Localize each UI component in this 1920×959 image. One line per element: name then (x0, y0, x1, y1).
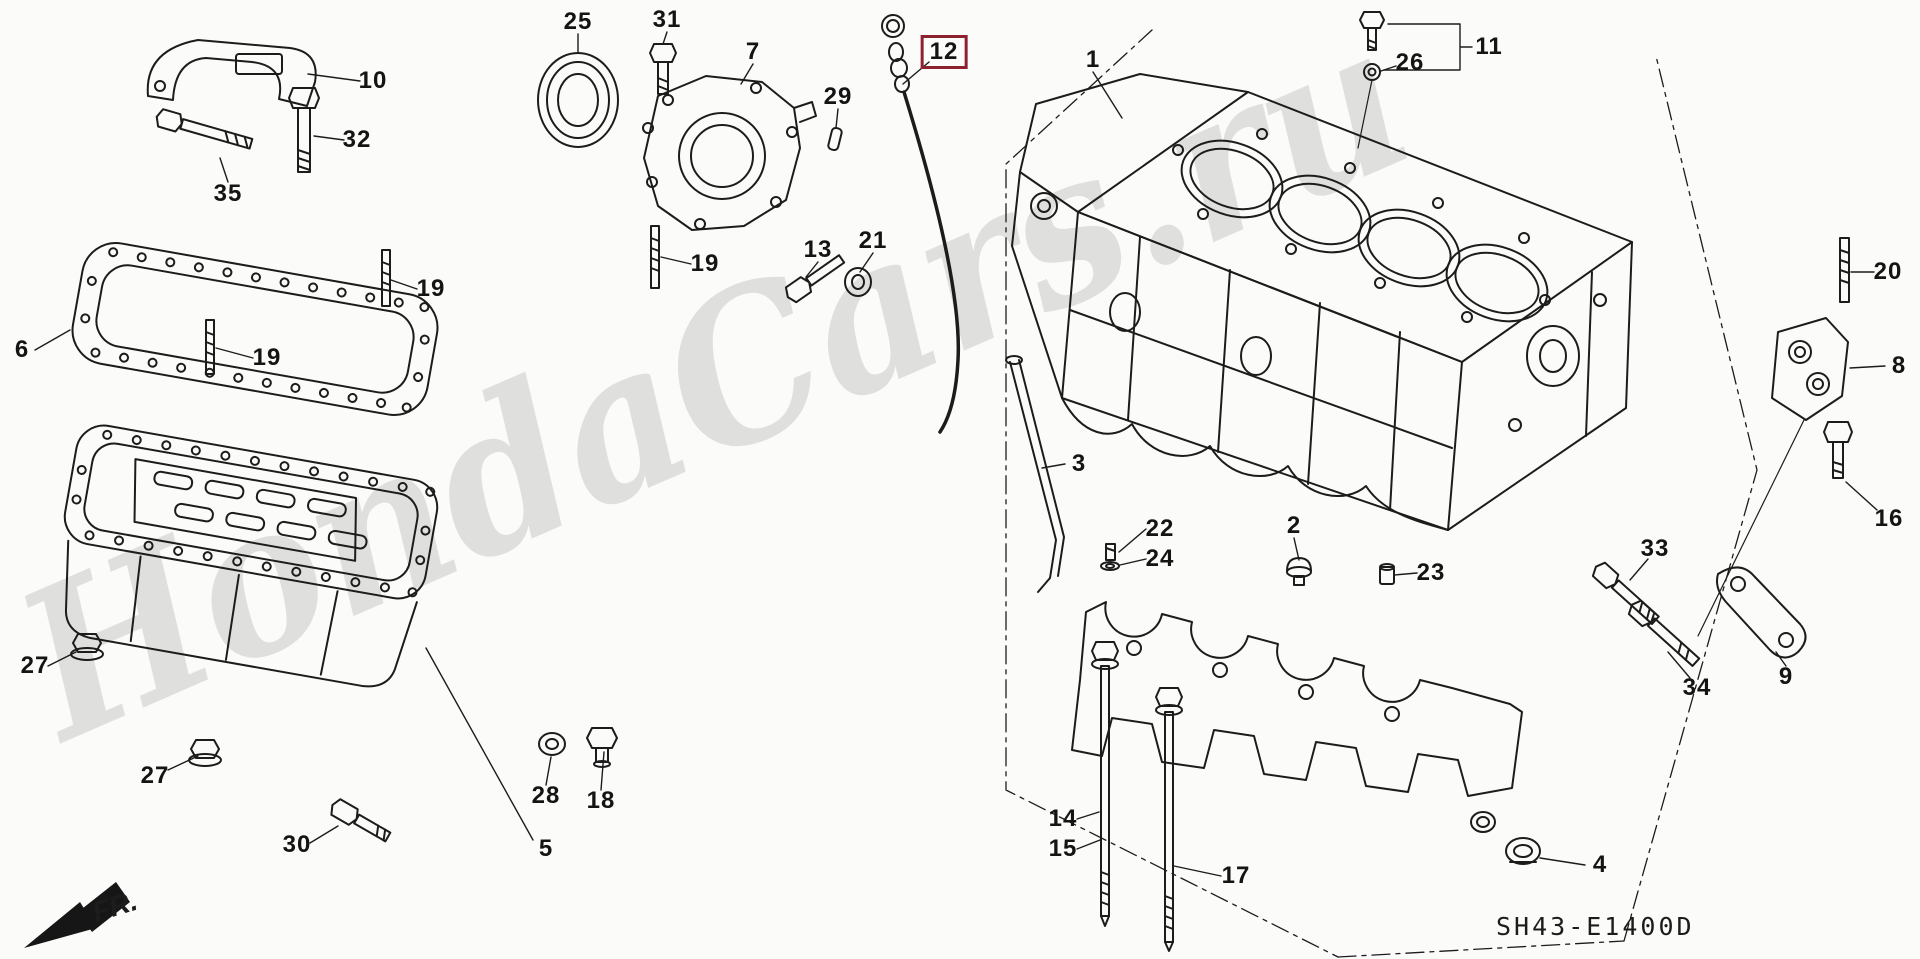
seal-plate-7-art (642, 75, 817, 231)
callout-35: 35 (213, 180, 243, 207)
line-26-to-block (1357, 79, 1373, 149)
callout-17: 17 (1221, 862, 1251, 889)
callout-19: 19 (252, 344, 282, 371)
callout-31: 31 (652, 6, 682, 33)
plug-2-art (1286, 557, 1312, 586)
callout-25: 25 (563, 8, 593, 35)
oil-pan-5-art (63, 424, 439, 688)
callout-7: 7 (745, 38, 761, 65)
diagram-code: SH43-E1400D (1496, 912, 1695, 941)
bolt-11-art (1359, 11, 1385, 51)
callout-18: 18 (586, 787, 616, 814)
callout-23: 23 (1416, 559, 1446, 586)
oil-pipe-3-art (1005, 355, 1065, 593)
callout-3: 3 (1071, 450, 1087, 477)
callout-22: 22 (1145, 515, 1175, 542)
callout-19: 19 (416, 275, 446, 302)
callout-1: 1 (1085, 46, 1101, 73)
bearing-bridge-art (1071, 601, 1523, 833)
washer-28-art (538, 732, 566, 756)
callout-9: 9 (1778, 663, 1794, 690)
plug-18-art (586, 727, 618, 768)
dowel-pin-29-art (827, 126, 843, 152)
callout-15: 15 (1048, 835, 1078, 862)
callout-21: 21 (858, 227, 888, 254)
stiffener-bracket-9-art (1716, 566, 1807, 659)
callout-12: 12 (920, 35, 968, 69)
callout-10: 10 (358, 67, 388, 94)
frame-lines (1005, 29, 1758, 958)
callout-32: 32 (342, 126, 372, 153)
bolt-35-art (155, 108, 254, 150)
callout-5: 5 (538, 835, 554, 862)
callout-14: 14 (1048, 805, 1078, 832)
bolt-34-art (1627, 599, 1701, 667)
callout-4: 4 (1592, 851, 1608, 878)
callout-27: 27 (20, 652, 50, 679)
callout-27: 27 (140, 762, 170, 789)
bolt-14-15-art (1091, 641, 1119, 927)
leader-lines (34, 31, 1886, 877)
callout-13: 13 (803, 236, 833, 263)
assembly-line (1697, 419, 1805, 637)
bolt-16-art (1823, 421, 1853, 479)
fr-arrow (24, 882, 130, 948)
callout-34: 34 (1682, 674, 1712, 701)
bolt-17-art (1155, 687, 1183, 952)
drain-bolt-30-art (330, 798, 392, 843)
oil-pan-gasket-6-art (71, 242, 439, 416)
bracket-line-11 (1383, 23, 1473, 71)
callout-19: 19 (690, 250, 720, 277)
callout-2: 2 (1286, 512, 1302, 539)
callout-28: 28 (531, 782, 561, 809)
callout-26: 26 (1395, 49, 1425, 76)
callout-8: 8 (1891, 352, 1907, 379)
stud-19b-art (381, 249, 391, 307)
stud-19c-art (205, 319, 215, 375)
plug-4-art (1505, 837, 1541, 865)
callout-6: 6 (14, 336, 30, 363)
bolt-13-art (784, 254, 846, 304)
callout-30: 30 (282, 831, 312, 858)
bolt-32-art (288, 87, 320, 173)
washer-21-art (844, 267, 872, 297)
callout-29: 29 (823, 83, 853, 110)
dipstick-12-art (881, 14, 961, 434)
callout-33: 33 (1640, 535, 1670, 562)
callout-24: 24 (1145, 545, 1175, 572)
stud-24-washer-22-art (1100, 543, 1120, 571)
cylinder-block-1-art (1011, 73, 1633, 531)
oil-seal-25-art (537, 52, 619, 148)
callout-16: 16 (1874, 505, 1904, 532)
stud-20-art (1839, 237, 1850, 303)
bracket-8-art (1771, 317, 1849, 421)
stud-19a-art (650, 225, 660, 289)
callout-20: 20 (1873, 258, 1903, 285)
mount-bracket-10-art (146, 39, 317, 107)
callout-11: 11 (1475, 33, 1503, 60)
